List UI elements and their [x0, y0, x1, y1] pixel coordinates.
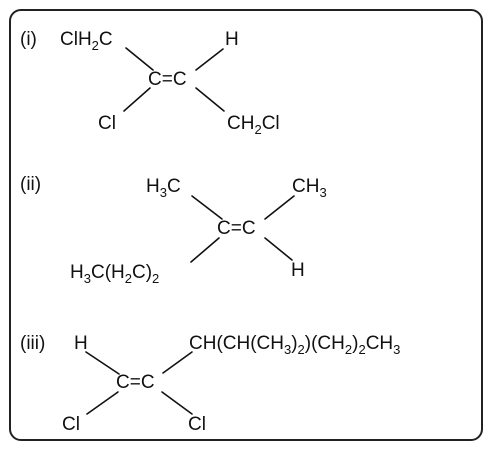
structure-ii: (ii) H3C CH3 C=C H3C(H2C)2 H	[20, 174, 327, 286]
bond-ii-top-left	[191, 195, 223, 220]
bond-ii-bottom-left	[190, 237, 220, 263]
substituent-top-right-ii: CH3	[292, 176, 327, 200]
bond-i-bottom-right	[195, 87, 225, 112]
structure-i: (i) ClH2C H C=C Cl CH2Cl	[20, 29, 280, 137]
substituent-bottom-left-iii: Cl	[62, 414, 80, 435]
bond-i-bottom-left	[123, 87, 151, 112]
double-bond-i: C=C	[148, 69, 187, 90]
substituent-top-left-i: ClH2C	[60, 29, 113, 53]
structures-frame	[9, 9, 483, 441]
double-bond-iii: C=C	[116, 372, 155, 393]
substituent-bottom-left-ii: H3C(H2C)2	[70, 262, 159, 286]
substituent-top-left-ii: H3C	[146, 176, 181, 200]
bond-iii-bottom-right	[161, 391, 193, 415]
bond-i-top-left	[125, 47, 154, 71]
bond-ii-bottom-right	[264, 237, 293, 261]
structure-iii: (iii) H CH(CH(CH3)2)(CH2)2CH3 C=C Cl Cl	[20, 333, 400, 435]
bond-i-top-right	[195, 48, 224, 71]
label-i: (i)	[20, 29, 37, 50]
bond-iii-bottom-left	[86, 391, 119, 415]
bond-iii-top-right	[162, 351, 193, 374]
substituent-top-left-iii: H	[74, 333, 88, 354]
bond-iii-top-left	[85, 351, 120, 375]
double-bond-ii: C=C	[217, 218, 256, 239]
bond-ii-top-right	[264, 195, 295, 220]
substituent-bottom-left-i: Cl	[98, 113, 116, 134]
substituent-top-right-iii: CH(CH(CH3)2)(CH2)2CH3	[189, 333, 400, 357]
label-ii: (ii)	[20, 174, 41, 195]
substituent-bottom-right-ii: H	[291, 260, 305, 281]
substituent-bottom-right-iii: Cl	[188, 414, 206, 435]
substituent-bottom-right-i: CH2Cl	[227, 113, 280, 137]
substituent-top-right-i: H	[225, 29, 239, 50]
label-iii: (iii)	[20, 333, 45, 354]
